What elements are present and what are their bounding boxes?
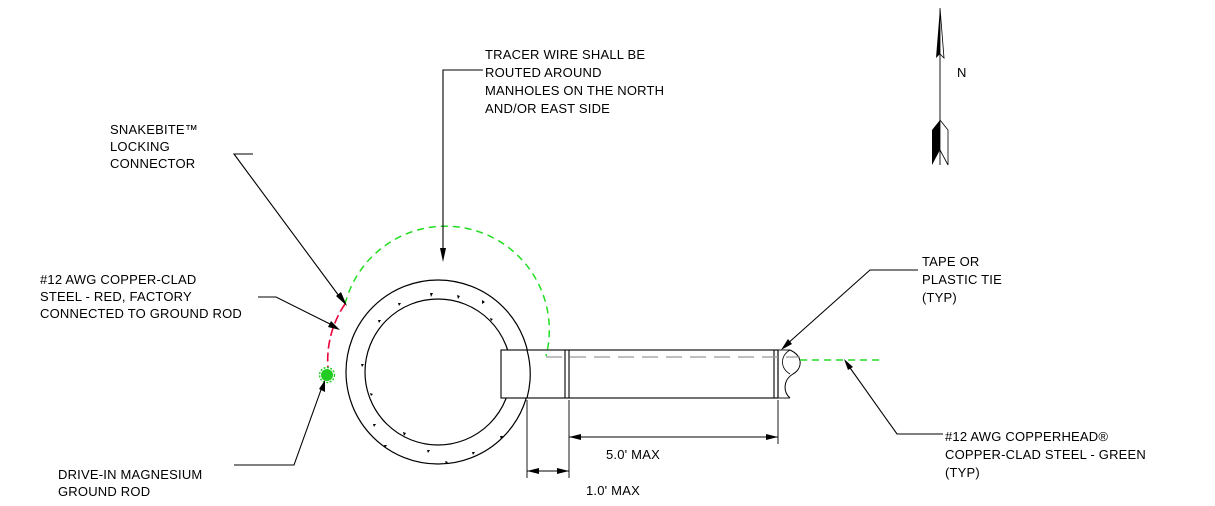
svg-text:CONNECTED TO GROUND ROD: CONNECTED TO GROUND ROD: [40, 306, 242, 321]
north-label: N: [957, 65, 967, 80]
svg-text:#12 AWG COPPERHEAD®: #12 AWG COPPERHEAD®: [945, 429, 1108, 444]
svg-text:LOCKING: LOCKING: [110, 139, 170, 154]
svg-text:CONNECTOR: CONNECTOR: [110, 156, 195, 171]
green-wire-manhole-loop: [344, 225, 551, 357]
svg-text:TAPE OR: TAPE OR: [922, 254, 980, 269]
pipe: [500, 349, 801, 399]
svg-text:(TYP): (TYP): [945, 465, 980, 480]
dimension-1ft-label: 1.0' MAX: [586, 483, 640, 498]
ground-rod-label: DRIVE-IN MAGNESIUM GROUND ROD: [58, 467, 202, 499]
dimension-5ft-label: 5.0' MAX: [606, 447, 660, 462]
red-wire-label: #12 AWG COPPER-CLAD STEEL - RED, FACTORY…: [40, 272, 242, 321]
tracer-note-label: TRACER WIRE SHALL BE ROUTED AROUND MANHO…: [485, 47, 664, 116]
svg-text:#12 AWG COPPER-CLAD: #12 AWG COPPER-CLAD: [40, 272, 196, 287]
svg-text:COPPER-CLAD STEEL - GREEN: COPPER-CLAD STEEL - GREEN: [945, 447, 1146, 462]
green-wire-label: #12 AWG COPPERHEAD® COPPER-CLAD STEEL - …: [945, 429, 1146, 480]
tape-tie-label: TAPE OR PLASTIC TIE (TYP): [922, 254, 1002, 305]
svg-text:(TYP): (TYP): [922, 290, 957, 305]
svg-text:ROUTED AROUND: ROUTED AROUND: [485, 65, 602, 80]
ground-rod-icon: [318, 366, 336, 384]
concrete-speckle: [361, 293, 503, 464]
svg-text:SNAKEBITE™: SNAKEBITE™: [110, 122, 198, 137]
connector-label: SNAKEBITE™ LOCKING CONNECTOR: [110, 122, 198, 171]
svg-text:TRACER WIRE SHALL BE: TRACER WIRE SHALL BE: [485, 47, 645, 62]
leader-lines: [232, 69, 943, 466]
red-wire: [326, 303, 346, 369]
dimension-1ft: [526, 400, 570, 478]
svg-text:DRIVE-IN MAGNESIUM: DRIVE-IN MAGNESIUM: [58, 467, 202, 482]
dimension-5ft: [568, 400, 779, 444]
svg-text:MANHOLES ON THE NORTH: MANHOLES ON THE NORTH: [485, 83, 664, 98]
svg-text:STEEL - RED, FACTORY: STEEL - RED, FACTORY: [40, 289, 192, 304]
svg-text:AND/OR EAST SIDE: AND/OR EAST SIDE: [485, 101, 610, 116]
svg-text:PLASTIC TIE: PLASTIC TIE: [922, 272, 1002, 287]
svg-text:GROUND ROD: GROUND ROD: [58, 484, 150, 499]
north-arrow-icon: [932, 7, 949, 166]
